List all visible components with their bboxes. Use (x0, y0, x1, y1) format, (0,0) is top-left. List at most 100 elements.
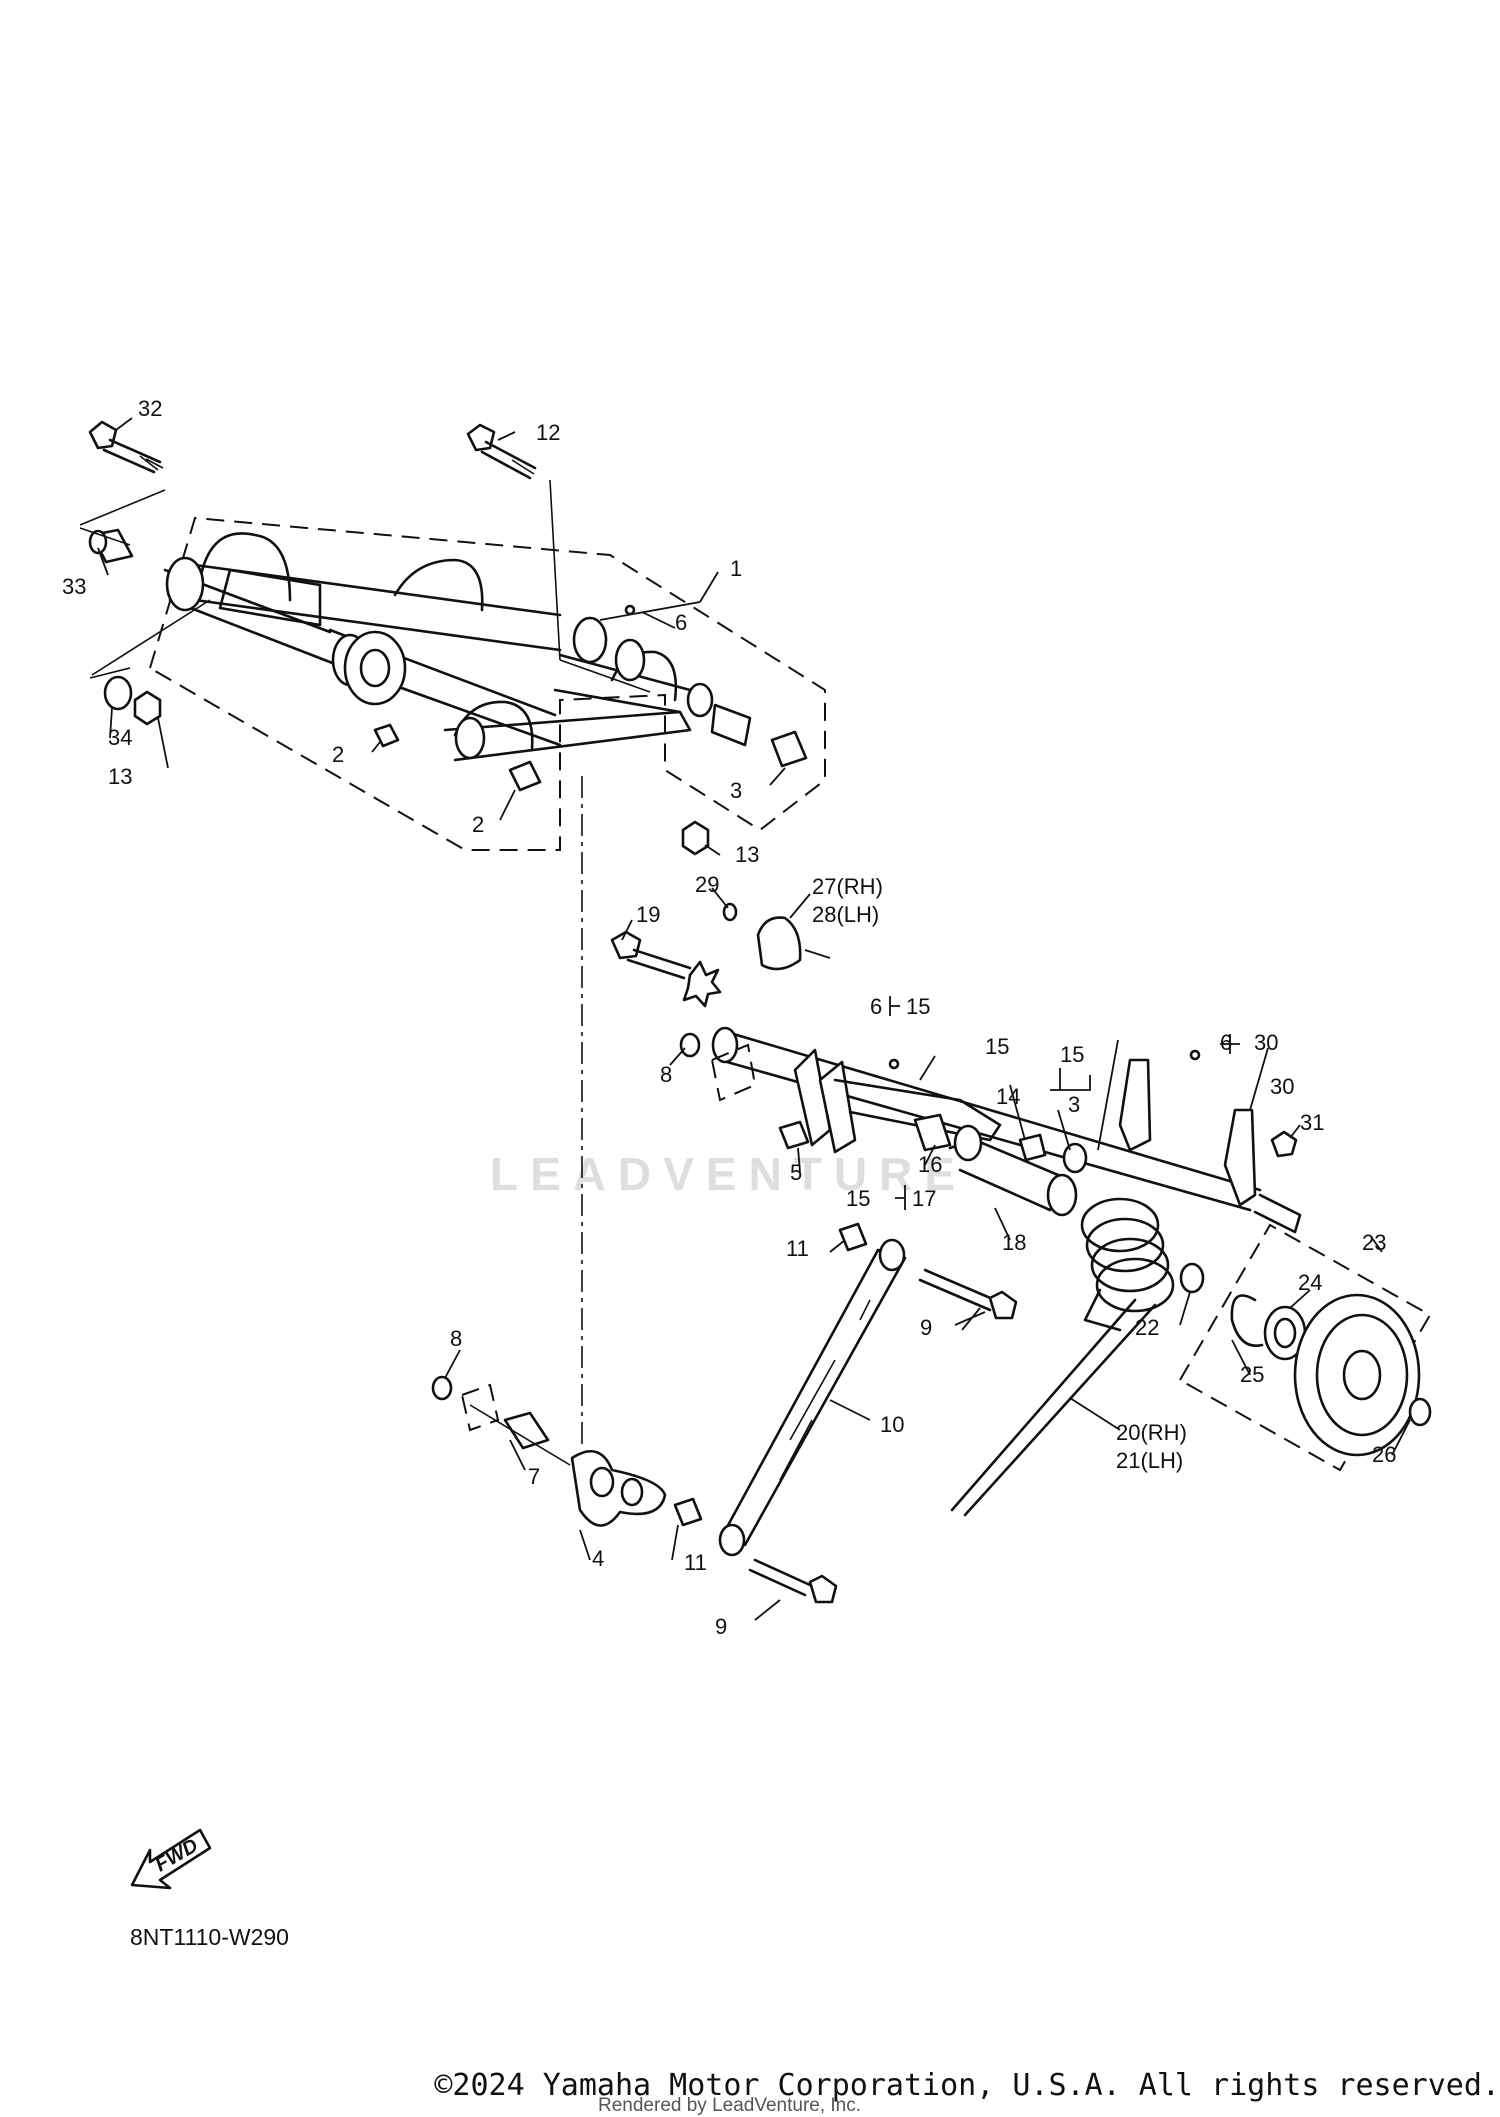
callout-25: 25 (1240, 1362, 1264, 1387)
callout-8-lower: 8 (450, 1326, 462, 1351)
bushing-2-lower (508, 760, 542, 792)
callout-29: 29 (695, 872, 719, 897)
callout-15-tube: 15 (985, 1034, 1009, 1059)
ring-22 (1179, 1262, 1205, 1294)
callout-28: 28(LH) (812, 902, 879, 927)
nipple-6-mid (888, 1058, 900, 1070)
circlip-25 (1230, 1294, 1264, 1347)
callout-6-right: 6 (1220, 1030, 1232, 1055)
callout-32: 32 (138, 396, 162, 421)
callout-15-bracket: 15 (1060, 1042, 1084, 1067)
collar-7 (503, 1411, 550, 1450)
leader-frame-12 (549, 479, 651, 693)
bushing-11-lower (673, 1497, 703, 1527)
bracket-30-left (1118, 1058, 1152, 1152)
callout-18: 18 (1002, 1230, 1026, 1255)
callout-6-mid: 6 (870, 994, 882, 1019)
bushing-16 (913, 1113, 952, 1152)
spring-arm-short (1083, 1288, 1122, 1332)
callout-15-mid: 15 (906, 994, 930, 1019)
spindle-14 (1018, 1133, 1047, 1162)
boss-rear-upper (572, 616, 608, 664)
callout-34: 34 (108, 725, 132, 750)
callout-10: 10 (880, 1412, 904, 1437)
pivot-shaft-group (711, 1026, 1302, 1234)
nut-13-right (681, 820, 710, 856)
collar-33 (88, 528, 134, 564)
bolt-9-lower (748, 1558, 838, 1604)
callout-leaders (97, 417, 1411, 1621)
hook-loop-center (393, 558, 484, 612)
bolt-32 (88, 420, 164, 474)
callout-13-right: 13 (735, 842, 759, 867)
shaft-end (710, 703, 752, 747)
washer-34 (103, 675, 133, 711)
callout-15-lower: 15 (846, 1186, 870, 1211)
gusset-plate (218, 568, 322, 627)
leader-bracket-lower (469, 1404, 571, 1466)
cam-axis (804, 949, 831, 959)
bushing-2-upper (373, 723, 400, 748)
cap-26 (1408, 1397, 1432, 1427)
fwd-arrow-icon: FWD (130, 1828, 212, 1890)
callout-33: 33 (62, 574, 86, 599)
callout-11-upper: 11 (786, 1236, 809, 1261)
hidden-bracket-lower (460, 1383, 500, 1432)
bracket-30-right (1223, 1108, 1257, 1207)
callout-2-upper: 2 (332, 742, 344, 767)
assembly-boundary (149, 516, 826, 851)
callout-26: 26 (1372, 1442, 1396, 1467)
arm-assembly-group (149, 516, 826, 851)
boss-rear-mid (614, 638, 646, 682)
callout-17: 17 (912, 1186, 936, 1211)
spacer-18-end (1046, 1173, 1078, 1217)
lower-rail (443, 710, 692, 762)
callout-27: 27(RH) (812, 874, 883, 899)
leader-frame-34 (89, 599, 211, 679)
callout-labels: 32 12 1 6 33 34 13 2 2 3 13 29 27(RH) 28… (62, 396, 1396, 1639)
pin-5 (778, 1120, 810, 1150)
bracket-4-hole-b (620, 1477, 644, 1507)
bushing-11-upper (838, 1222, 868, 1252)
boss-rear-end (686, 682, 714, 718)
bracket-4-hole-a (589, 1466, 615, 1498)
callout-8-upper: 8 (660, 1062, 672, 1087)
callout-30-lower: 30 (1270, 1074, 1294, 1099)
boss-lower-left (454, 716, 486, 760)
callout-6-upper: 6 (675, 610, 687, 635)
wheel-hub (1342, 1349, 1382, 1401)
callout-3-upper: 3 (730, 778, 742, 803)
callout-30-upper: 30 (1254, 1030, 1278, 1055)
bolt-12 (466, 423, 537, 480)
link-arm-10 (718, 1238, 907, 1557)
nipple-6-upper (624, 604, 636, 616)
callout-20: 20(RH) (1116, 1420, 1187, 1445)
callout-7: 7 (528, 1464, 540, 1489)
callout-5: 5 (790, 1160, 802, 1185)
bracket-plate-right (818, 1060, 857, 1154)
boss-front-left (165, 556, 205, 612)
nipple-6-right (1189, 1049, 1201, 1061)
wheel-assembly-boundary (1178, 1223, 1432, 1472)
bolt-9-upper (918, 1268, 1018, 1320)
collar-17 (953, 1124, 983, 1162)
callout-1: 1 (730, 556, 742, 581)
callout-4: 4 (592, 1546, 604, 1571)
flange-hole (359, 648, 391, 688)
rendered-by-text: Rendered by LeadVenture, Inc. (598, 2095, 862, 2116)
callout-24: 24 (1298, 1270, 1322, 1295)
callout-19: 19 (636, 902, 660, 927)
callout-21: 21(LH) (1116, 1448, 1183, 1473)
callout-9-lower: 9 (715, 1614, 727, 1639)
callout-2-lower: 2 (472, 812, 484, 837)
bolt-19 (610, 930, 692, 980)
shaft-end-left (711, 1026, 739, 1064)
callout-22: 22 (1135, 1315, 1159, 1340)
callout-23: 23 (1362, 1230, 1386, 1255)
bushing-3-upper (770, 730, 808, 768)
hook-loop-left (198, 532, 292, 602)
nut-8-upper (679, 1032, 701, 1058)
callout-16: 16 (918, 1152, 942, 1177)
